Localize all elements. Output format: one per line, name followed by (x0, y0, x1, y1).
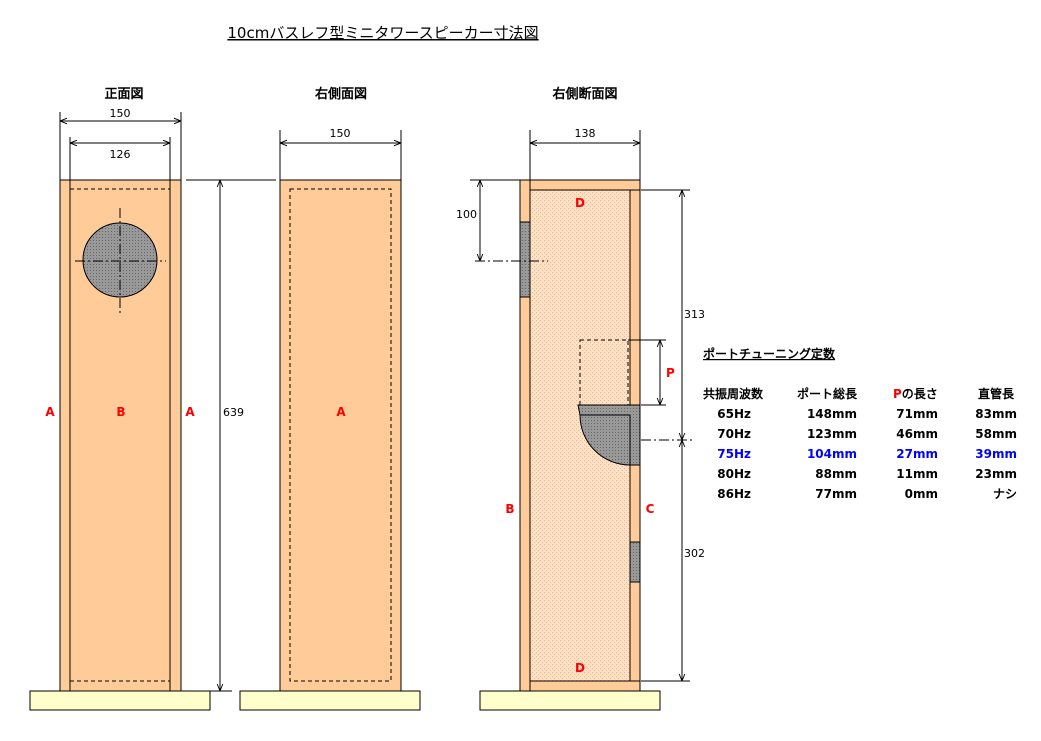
cell-p-length: 27mm (896, 447, 938, 461)
cell-straight: ナシ (993, 487, 1017, 501)
front-panel-label-right: A (185, 405, 195, 419)
cell-port-total: 104mm (807, 447, 857, 461)
front-view-label: 正面図 (104, 87, 143, 102)
cell-port-total: 123mm (807, 427, 857, 441)
front-width-outer-value: 150 (110, 107, 131, 120)
header-port-total: ポート総長 (797, 386, 858, 401)
section-top-panel (529, 179, 641, 191)
side-hidden-cavity-outline (289, 188, 392, 682)
section-base-plinth (479, 690, 661, 711)
section-panel-label-top: D (575, 196, 585, 210)
table-row: 75Hz 104mm 27mm 39mm (717, 447, 1017, 461)
section-view: 右側断面図 138 100 P 313 302 D D B (456, 86, 705, 711)
cell-port-total: 77mm (815, 487, 857, 501)
section-panel-label-front: B (505, 502, 514, 516)
tuning-table-header: 共振周波数 ポート総長 Pの長さ 直管長 (703, 386, 1015, 401)
header-straight: 直管長 (978, 386, 1015, 401)
cell-straight: 23mm (975, 467, 1017, 481)
cell-frequency: 86Hz (717, 487, 751, 501)
cell-p-length: 11mm (896, 467, 938, 481)
section-panel-label-bottom: D (575, 661, 585, 675)
section-bottom-panel (529, 680, 641, 692)
upper-height-value: 313 (684, 308, 705, 321)
cell-port-total: 88mm (815, 467, 857, 481)
front-view: 正面図 150 126 A B A 639 (29, 87, 276, 711)
cell-frequency: 80Hz (717, 467, 751, 481)
front-width-inner-value: 126 (110, 148, 131, 161)
cell-p-length: 71mm (896, 407, 938, 421)
side-base-plinth (239, 690, 421, 711)
section-panel-label-back: C (646, 502, 655, 516)
side-cabinet-body (279, 179, 402, 692)
cell-port-total: 148mm (807, 407, 857, 421)
section-driver (519, 221, 531, 298)
cell-frequency: 65Hz (717, 407, 751, 421)
driver-offset-value: 100 (456, 208, 477, 221)
front-panel-label-left: A (45, 405, 55, 419)
section-depth-value: 138 (575, 127, 596, 140)
height-value: 639 (223, 406, 244, 419)
cell-straight: 58mm (975, 427, 1017, 441)
header-p-length-prefix: P (893, 387, 902, 401)
cell-frequency: 70Hz (717, 427, 751, 441)
tuning-table-title: ポートチューニング定数 (703, 346, 836, 361)
cell-straight: 39mm (975, 447, 1017, 461)
side-view-label: 右側面図 (314, 86, 367, 102)
side-width-value: 150 (330, 127, 351, 140)
section-back-terminal (629, 541, 641, 583)
drawing-title: 10cmバスレフ型ミニタワースピーカー寸法図 (227, 24, 538, 42)
side-view: 右側面図 150 A (239, 86, 421, 711)
section-view-label: 右側断面図 (551, 86, 617, 102)
table-row: 80Hz 88mm 11mm 23mm (717, 467, 1017, 481)
cell-p-length: 0mm (905, 487, 938, 501)
cell-p-length: 46mm (896, 427, 938, 441)
cell-straight: 83mm (975, 407, 1017, 421)
front-base-plinth (29, 690, 211, 711)
header-frequency: 共振周波数 (703, 386, 764, 401)
table-row: 86Hz 77mm 0mm ナシ (717, 487, 1017, 501)
port-tuning-table: ポートチューニング定数 共振周波数 ポート総長 Pの長さ 直管長 65Hz 14… (703, 346, 1017, 501)
header-p-length: Pの長さ (893, 386, 938, 401)
front-panel-label-center: B (116, 405, 125, 419)
port-length-label: P (666, 366, 675, 380)
side-panel-label: A (336, 405, 346, 419)
header-p-length-suffix: の長さ (902, 386, 938, 401)
table-row: 70Hz 123mm 46mm 58mm (717, 427, 1017, 441)
cell-frequency: 75Hz (717, 447, 751, 461)
table-row: 65Hz 148mm 71mm 83mm (717, 407, 1017, 421)
lower-height-value: 302 (684, 547, 705, 560)
